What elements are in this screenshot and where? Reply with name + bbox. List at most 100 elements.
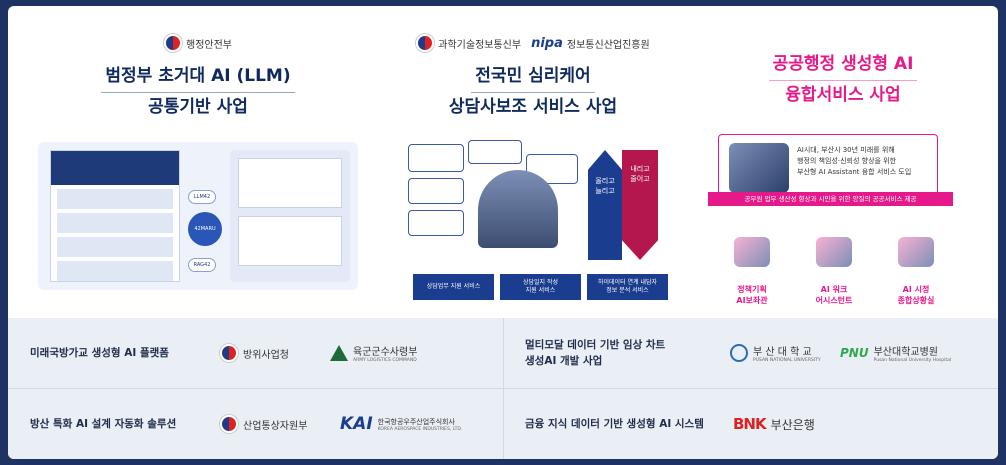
service-item: AI 워크 어시스턴트	[798, 226, 870, 306]
panel-title: 공공행정 생성형 AI 융합서비스 사업	[698, 50, 988, 109]
diagram-box	[238, 216, 342, 266]
speech-bubble	[408, 210, 464, 236]
officials-image	[729, 143, 789, 193]
situation-room-icon	[898, 237, 934, 267]
pnu-logo-icon: PNU	[840, 346, 869, 360]
panel-title: 전국민 심리케어 상담사보조 서비스 사업	[388, 62, 678, 121]
government-emblem-icon	[416, 34, 435, 52]
logos-row: 과학기술정보통신부 nipa 정보통신산업진흥원	[388, 34, 678, 52]
diagram-row	[57, 213, 173, 233]
logo-subtext: KOREA AEROSPACE INDUSTRIES, LTD.	[377, 426, 463, 432]
logo-subtext: Pusan National University Hospital	[873, 358, 952, 363]
speech-bubble	[408, 144, 464, 172]
title-line2: 상담사보조 서비스 사업	[448, 97, 618, 117]
speech-bubble	[468, 140, 522, 164]
logo-text: 부산은행	[770, 417, 815, 432]
panel-llm-project: 행정안전부 범정부 초거대 AI (LLM) 공통기반 사업 LLM42 42M…	[38, 6, 358, 318]
project-cell-defense-platform: 미래국방가교 생성형 AI 플랫폼 방위사업청 육군군수사령부 ARMY LOG…	[30, 318, 500, 388]
bnk-logo-icon: BNK	[733, 415, 767, 433]
title-line1: 공공행정 생성형 AI	[768, 50, 918, 81]
architecture-diagram: LLM42 42MARU RAG42	[38, 142, 358, 290]
arrow-up-label: 올리고 늘리고	[588, 150, 622, 260]
logo-text: 부 산 대 학 교	[753, 347, 812, 358]
pusan-university-logo: 부 산 대 학 교 PUSAN NATIONAL UNIVERSITY	[730, 343, 821, 363]
title-line1: 전국민 심리케어	[471, 62, 595, 93]
agency-logo: nipa 정보통신산업진흥원	[531, 36, 650, 51]
service-button: 상담일지 작성 지원 서비스	[500, 274, 581, 300]
nipa-logo-icon: nipa	[531, 35, 563, 51]
service-item: AI 시정 종합상황실	[880, 226, 952, 306]
ministry-name: 과학기술정보통신부	[438, 39, 522, 51]
projects-grid: 미래국방가교 생성형 AI 플랫폼 방위사업청 육군군수사령부 ARMY LOG…	[8, 318, 998, 459]
logo-subtext: ARMY LOGISTICS COMMAND	[353, 358, 417, 363]
goal-banner: 공무원 업무 생산성 향상과 시민을 위한 양질의 공공서비스 제공	[708, 192, 953, 206]
pusan-hospital-logo: PNU 부산대학교병원 Pusan National University Ho…	[840, 343, 951, 363]
content-frame: 행정안전부 범정부 초거대 AI (LLM) 공통기반 사업 LLM42 42M…	[8, 6, 998, 459]
logo-text-wrap: 부산대학교병원 Pusan National University Hospit…	[874, 343, 952, 363]
policy-advisor-icon	[734, 237, 770, 267]
panel-public-admin-ai: 공공행정 생성형 AI 융합서비스 사업 AI시대, 부산시 30년 미래를 위…	[698, 6, 988, 318]
diagram-row	[57, 237, 173, 257]
ministry-logo: 과학기술정보통신부	[416, 34, 521, 52]
kai-logo-icon: KAI	[340, 414, 373, 434]
diagram-right-block	[230, 150, 350, 282]
government-emblem-icon	[220, 415, 238, 433]
work-assistant-icon	[816, 237, 852, 267]
service-button: 상담업무 지원 서비스	[413, 274, 494, 300]
army-logo-icon	[330, 345, 348, 361]
agency-name: 정보통신산업진흥원	[566, 39, 650, 51]
army-logistics-logo: 육군군수사령부 ARMY LOGISTICS COMMAND	[330, 343, 417, 363]
rag42-badge: RAG42	[188, 258, 216, 272]
divider	[503, 318, 504, 459]
counseling-illustration: 올리고 늘리고 내리고 줄이고	[408, 140, 658, 260]
logo-subtext: PUSAN NATIONAL UNIVERSITY	[753, 358, 821, 363]
logo-text-wrap: 한국항공우주산업주식회사 KOREA AEROSPACE INDUSTRIES,…	[378, 417, 463, 432]
kai-logo: KAI 한국항공우주산업주식회사 KOREA AEROSPACE INDUSTR…	[340, 414, 462, 434]
diagram-header	[51, 151, 179, 185]
title-line2: 공통기반 사업	[148, 97, 248, 117]
brand-circle: 42MARU	[188, 212, 222, 246]
panel-title: 범정부 초거대 AI (LLM) 공통기반 사업	[38, 62, 358, 121]
project-name: 방산 특화 AI 설계 자동화 솔루션	[30, 418, 177, 430]
arrow-down-label: 내리고 줄이고	[622, 150, 658, 260]
project-cell-defense-design: 방산 특화 AI 설계 자동화 솔루션 산업통상자원부 KAI 한국항공우주산업…	[30, 389, 500, 459]
logo-text: 부산대학교병원	[873, 347, 938, 358]
speech-bubble	[408, 178, 464, 204]
pnu-mark-text: PNU	[840, 346, 869, 360]
logo-text-wrap: 육군군수사령부 ARMY LOGISTICS COMMAND	[353, 343, 417, 363]
logos-row: 행정안전부	[38, 34, 358, 52]
diagram-row	[57, 189, 173, 209]
title-line1: 범정부 초거대 AI (LLM)	[101, 62, 295, 93]
service-label: 정책기획 AI보좌관	[736, 285, 768, 305]
project-name: 멀티모달 데이터 기반 임상 차트 생성AI 개발 사업	[525, 339, 666, 367]
title-line2: 융합서비스 사업	[785, 85, 901, 105]
project-cell-finance-ai: 금융 지식 데이터 기반 생성형 AI 시스템 BNK 부산은행	[525, 389, 995, 459]
service-buttons: 상담업무 지원 서비스 상담일지 작성 지원 서비스 하이데이터 연계 내담자 …	[413, 274, 668, 300]
government-emblem-icon	[164, 34, 182, 52]
diagram-left-block	[50, 150, 180, 282]
logo-text-wrap: 부 산 대 학 교 PUSAN NATIONAL UNIVERSITY	[753, 343, 821, 363]
project-name: 금융 지식 데이터 기반 생성형 AI 시스템	[525, 418, 704, 430]
diagram-row	[57, 261, 173, 281]
llm42-badge: LLM42	[188, 190, 216, 204]
service-label: AI 시정 종합상황실	[897, 285, 935, 305]
panel-mental-care-project: 과학기술정보통신부 nipa 정보통신산업진흥원 전국민 심리케어 상담사보조 …	[388, 6, 678, 318]
service-button: 하이데이터 연계 내담자 정보 분석 서비스	[587, 274, 668, 300]
project-name: 미래국방가교 생성형 AI 플랫폼	[30, 347, 169, 359]
government-emblem-icon	[220, 344, 238, 362]
logo-text: 산업통상자원부	[243, 420, 308, 432]
logo-text: 방위사업청	[243, 349, 289, 361]
university-seal-icon	[730, 344, 748, 362]
dapa-logo: 방위사업청	[220, 344, 289, 362]
counseling-people-image	[478, 170, 558, 248]
service-item: 정책기획 AI보좌관	[716, 226, 788, 306]
service-label: AI 워크 어시스턴트	[815, 285, 853, 305]
ministry-logo: 행정안전부	[164, 34, 232, 52]
logo-text: 육군군수사령부	[353, 347, 418, 358]
intro-text: AI시대, 부산시 30년 미래를 위해 행정의 책임성·신뢰성 향상을 위한 …	[797, 146, 912, 176]
motie-logo: 산업통상자원부	[220, 415, 307, 433]
busan-bank-logo: BNK 부산은행	[733, 415, 815, 433]
logo-text: 한국항공우주산업주식회사	[377, 417, 455, 426]
project-cell-clinical-chart: 멀티모달 데이터 기반 임상 차트 생성AI 개발 사업 부 산 대 학 교 P…	[525, 318, 995, 388]
ministry-name: 행정안전부	[186, 39, 232, 51]
